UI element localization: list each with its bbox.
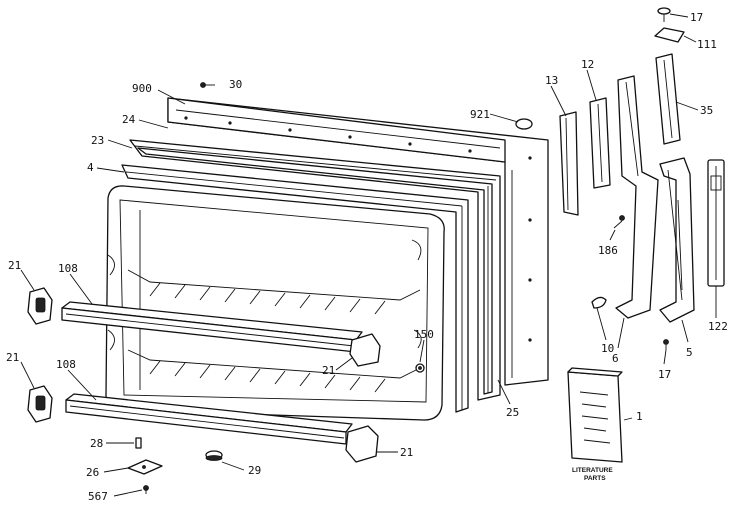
literature-caption-line1: LITERATURE	[572, 467, 613, 474]
callout-21-right-upper: 21	[322, 364, 335, 377]
callout-13: 13	[545, 74, 558, 87]
plug-150	[415, 363, 425, 373]
handle-bracket-6	[615, 75, 659, 319]
callout-28: 28	[90, 437, 103, 450]
callout-21-right-lower: 21	[400, 446, 413, 459]
door-shelf-bar-lower	[65, 393, 353, 445]
handle-122	[707, 159, 725, 287]
callout-29: 29	[248, 464, 261, 477]
callout-25: 25	[506, 406, 519, 419]
screw-17-top	[657, 7, 671, 22]
door-outer-panel	[167, 97, 549, 386]
callout-17-top: 17	[690, 11, 703, 24]
callout-labels: 17 111 900 30 921 13 12 35 24 23 4 186 2…	[6, 11, 728, 503]
callout-6: 6	[612, 352, 619, 365]
plate-26	[127, 459, 163, 475]
callout-30: 30	[229, 78, 242, 91]
trim-strip-35	[655, 53, 681, 145]
callout-108-upper: 108	[58, 262, 78, 275]
bushing-28	[135, 437, 142, 449]
callout-186: 186	[598, 244, 618, 257]
callout-23: 23	[91, 134, 104, 147]
screw-567	[143, 485, 149, 494]
door-gasket	[129, 139, 501, 401]
callout-5: 5	[686, 346, 693, 359]
callout-4: 4	[87, 161, 94, 174]
callout-1: 1	[636, 410, 643, 423]
callout-111: 111	[697, 38, 717, 51]
callout-108-lower: 108	[56, 358, 76, 371]
callout-21-left-lower: 21	[6, 351, 19, 364]
screw-17-bottom	[663, 339, 669, 350]
door-liner	[105, 185, 445, 421]
callout-12: 12	[581, 58, 594, 71]
callout-35: 35	[700, 104, 713, 117]
shelf-end-cap-right-upper	[349, 333, 381, 367]
shelf-end-cap-left-upper	[27, 287, 53, 325]
shelf-end-cap-right-lower	[345, 425, 379, 463]
callout-900: 900	[132, 82, 152, 95]
callout-122: 122	[708, 320, 728, 333]
literature-booklet	[567, 367, 623, 463]
clip-10	[591, 296, 607, 309]
callout-21-left-upper: 21	[8, 259, 21, 272]
shelf-end-cap-left-lower	[27, 385, 53, 423]
callout-150: 150	[414, 328, 434, 341]
hinge-cap-111	[654, 27, 685, 43]
callout-17-bottom: 17	[658, 368, 671, 381]
stop-29	[205, 450, 223, 461]
callout-10: 10	[601, 342, 614, 355]
callout-921: 921	[470, 108, 490, 121]
callout-567: 567	[88, 490, 108, 503]
callout-24: 24	[122, 113, 136, 126]
literature-caption: LITERATURE PARTS	[572, 467, 613, 482]
leader-lines	[20, 13, 717, 497]
literature-caption-line2: PARTS	[584, 475, 606, 482]
screw-30	[200, 82, 215, 88]
door-liner-frame	[121, 164, 469, 413]
screw-186	[613, 215, 625, 229]
handle-bracket-5	[659, 157, 695, 323]
trim-strip-13	[559, 111, 579, 216]
door-shelf-bar-upper	[61, 301, 363, 353]
callout-26: 26	[86, 466, 99, 479]
trim-strip-12	[589, 97, 611, 189]
